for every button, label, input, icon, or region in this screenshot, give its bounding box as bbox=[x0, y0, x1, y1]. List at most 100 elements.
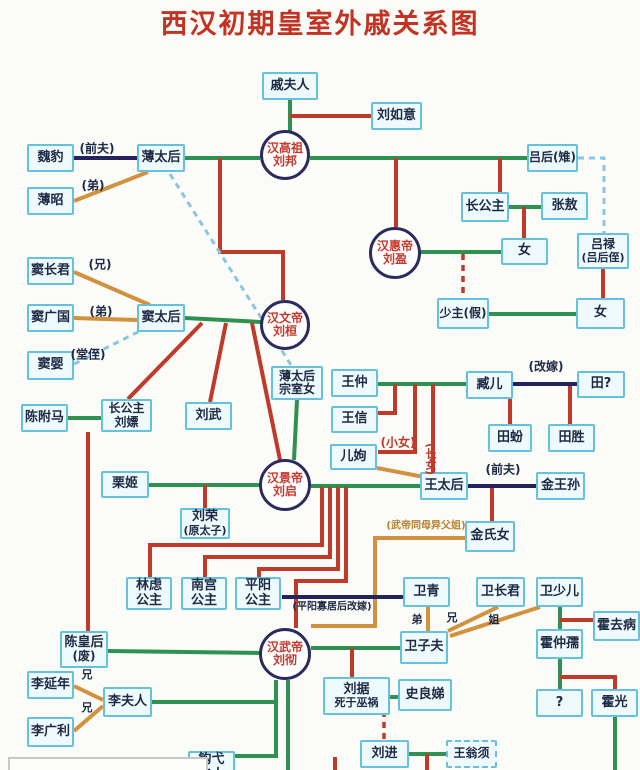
node-zhang-ao: 张敖 bbox=[541, 192, 588, 220]
edge-r-29 bbox=[208, 322, 228, 403]
node-label: 刘盈 bbox=[382, 252, 407, 266]
node-wei-shaoer: 卫少儿 bbox=[536, 577, 583, 607]
node-label: 金王孙 bbox=[540, 477, 580, 493]
node-huo-guang: 霍光 bbox=[591, 689, 638, 717]
node-label: 王翁须 bbox=[453, 746, 490, 761]
node-label: 王太后 bbox=[424, 477, 464, 493]
relation-label-3: (弟) bbox=[89, 304, 113, 319]
node-dou-zhangjun: 窦长君 bbox=[27, 257, 74, 285]
node-wang-wengxu: 王翁须 bbox=[446, 740, 497, 768]
node-tian-shi: 田? bbox=[577, 371, 625, 398]
node-bo-zhao: 薄昭 bbox=[27, 187, 74, 215]
node-label: 吕禄 bbox=[590, 237, 615, 252]
relation-label-15: 姐 bbox=[488, 613, 500, 626]
node-label: 卫少儿 bbox=[539, 583, 579, 599]
node-label: 刘启 bbox=[272, 484, 297, 498]
edge-r-39 bbox=[378, 384, 397, 415]
node-label: 陈皇后 bbox=[64, 634, 104, 650]
relation-label-4: (堂侄) bbox=[70, 347, 106, 362]
edge-o-49 bbox=[73, 270, 151, 307]
node-label: 公主 bbox=[190, 592, 217, 608]
node-li-ji: 栗姬 bbox=[101, 471, 149, 498]
node-han-jingdi-liuqi: 汉景帝刘启 bbox=[259, 459, 311, 511]
node-liu-rong: 刘荣(原太子) bbox=[180, 508, 230, 539]
edge-g-11 bbox=[292, 399, 299, 461]
edge-r-33 bbox=[148, 487, 324, 577]
node-label: 臧儿 bbox=[476, 376, 503, 392]
node-label: 窦婴 bbox=[37, 357, 64, 373]
node-label: 死于巫祸 bbox=[334, 696, 379, 710]
relation-label-10: (平阳寡居后改嫁) bbox=[292, 601, 372, 613]
node-liu-ju: 刘据死于巫祸 bbox=[323, 677, 390, 715]
node-wei-zhangjun: 卫长君 bbox=[476, 577, 525, 607]
node-label: 吕后(雉) bbox=[529, 150, 576, 165]
node-label: 薄昭 bbox=[37, 192, 64, 208]
node-bo-taihou: 薄太后 bbox=[137, 144, 185, 172]
node-tian-fen: 田蚡 bbox=[488, 424, 532, 452]
node-chen-fuma: 陈附马 bbox=[21, 404, 68, 432]
edge-r-35 bbox=[257, 487, 340, 577]
relation-label-2: (兄) bbox=[88, 257, 112, 272]
node-wei-zifu: 卫子夫 bbox=[400, 631, 448, 664]
node-label: 汉高祖 bbox=[266, 140, 303, 155]
node-pingyang-gongzhu: 平阳公主 bbox=[235, 577, 281, 610]
node-label: 汉景帝 bbox=[266, 470, 303, 485]
node-liu-ruyi: 刘如意 bbox=[371, 102, 422, 130]
node-label: 张敖 bbox=[551, 197, 578, 213]
legend: 夫妻关系 bbox=[8, 757, 208, 770]
node-label: 田? bbox=[590, 376, 612, 392]
node-label: 刘武 bbox=[195, 407, 222, 423]
node-label: 李延年 bbox=[30, 676, 70, 692]
node-label: 宗室女 bbox=[278, 382, 315, 396]
node-nv-daughter-b: 女 bbox=[576, 298, 625, 329]
node-label: 儿姁 bbox=[340, 448, 367, 464]
edge-g-12 bbox=[107, 649, 261, 655]
edge-o-52 bbox=[73, 684, 104, 702]
node-han-huidi-liuying: 汉惠帝刘盈 bbox=[369, 227, 421, 279]
node-label: 田蚡 bbox=[496, 429, 523, 445]
node-label: 田胜 bbox=[558, 429, 585, 445]
node-liu-wu: 刘武 bbox=[185, 402, 232, 430]
node-label: 汉文帝 bbox=[266, 310, 303, 325]
node-zang-er: 臧儿 bbox=[466, 371, 513, 399]
relation-label-14: 兄 bbox=[446, 611, 458, 624]
node-wang-zhong: 王仲 bbox=[331, 369, 378, 397]
node-label: 汉惠帝 bbox=[376, 238, 413, 253]
node-bo-zongshinv: 薄太后宗室女 bbox=[271, 366, 323, 400]
node-shi-liangdi: 史良娣 bbox=[398, 679, 452, 711]
node-label: 卫长君 bbox=[480, 583, 520, 599]
node-dou-guangguo: 窦广国 bbox=[27, 304, 74, 332]
edge-o-51 bbox=[376, 466, 425, 479]
node-label: 李广利 bbox=[30, 723, 70, 739]
legend-marriage-label: 夫妻关系 bbox=[98, 765, 166, 770]
relation-label-12: 兄 bbox=[81, 701, 93, 714]
node-label: 长公主 bbox=[465, 198, 505, 214]
node-nv-daughter-a: 女 bbox=[501, 238, 548, 265]
node-shao-zhu: 少主(假) bbox=[437, 298, 489, 329]
node-han-gaozu-liubang: 汉高祖刘邦 bbox=[260, 130, 310, 180]
relation-label-13: 弟 bbox=[411, 613, 423, 626]
edge-g-6 bbox=[184, 316, 262, 324]
node-label: 栗姬 bbox=[111, 476, 138, 492]
page-title: 西汉初期皇室外戚关系图 bbox=[160, 9, 480, 40]
node-label: 窦长君 bbox=[30, 262, 70, 278]
edge-r-28 bbox=[126, 321, 204, 401]
node-wei-qing: 卫青 bbox=[403, 577, 450, 607]
edge-r-37 bbox=[378, 384, 417, 454]
node-lv-lu: 吕禄(吕后侄) bbox=[577, 233, 629, 269]
node-label: 王仲 bbox=[341, 374, 368, 390]
node-label: (废) bbox=[72, 649, 96, 664]
node-label: 史良娣 bbox=[405, 686, 445, 702]
edge-o-53 bbox=[72, 704, 105, 733]
edge-r-36 bbox=[294, 487, 348, 628]
node-label: 女 bbox=[517, 243, 531, 259]
node-label: 窦广国 bbox=[30, 309, 70, 325]
relation-label-7: (长女) bbox=[424, 442, 437, 476]
node-li-furen: 李夫人 bbox=[103, 687, 152, 717]
node-label: 刘据 bbox=[343, 681, 370, 697]
node-han-wudi-liuche: 汉武帝刘彻 bbox=[259, 628, 311, 680]
node-label: 霍光 bbox=[601, 694, 628, 710]
node-label: 女 bbox=[593, 305, 607, 321]
node-jin-shinv: 金氏女 bbox=[465, 521, 515, 552]
node-qi-furen: 戚夫人 bbox=[262, 72, 318, 100]
